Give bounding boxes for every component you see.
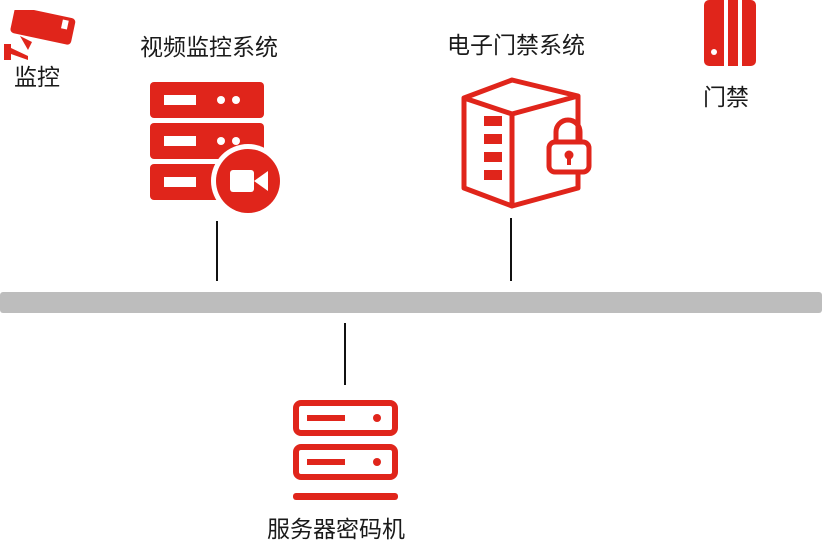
crypto-server-label: 服务器密码机 — [267, 517, 405, 543]
door-label: 门禁 — [703, 85, 749, 111]
locked-server-icon — [461, 77, 592, 209]
video-system-label: 视频监控系统 — [140, 35, 278, 61]
crypto-server-connector — [344, 323, 346, 385]
camera-label: 监控 — [14, 65, 60, 91]
server-rack-icon — [293, 400, 398, 500]
access-system-label: 电子门禁系统 — [447, 33, 585, 59]
cctv-camera-icon — [4, 10, 76, 60]
door-card-reader-icon — [704, 0, 756, 66]
video-system-connector — [216, 221, 218, 281]
network-bus — [0, 292, 822, 313]
access-system-connector — [510, 218, 512, 281]
video-server-icon — [150, 82, 285, 218]
